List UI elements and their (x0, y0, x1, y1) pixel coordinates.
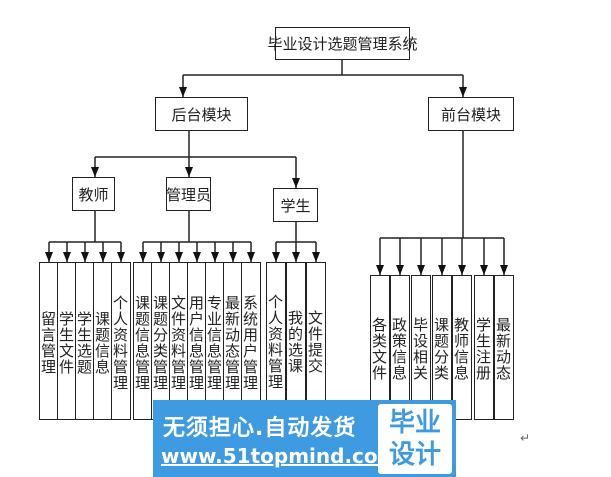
arrowhead-icon (63, 252, 71, 262)
arrowhead-icon (376, 265, 384, 275)
arrowhead-icon (175, 252, 183, 262)
leaf-node[interactable]: 学生选题 (75, 262, 95, 420)
leaf-node[interactable]: 文件提交 (306, 262, 326, 418)
arrowhead-icon (139, 252, 147, 262)
leaf-node[interactable]: 个人资料管理 (266, 262, 286, 418)
leaf-node[interactable]: 毕设相关 (411, 275, 431, 420)
module-node-frontend[interactable]: 前台模块 (428, 97, 514, 131)
arrowhead-icon (81, 252, 89, 262)
role-node-1[interactable]: 管理员 (166, 177, 211, 211)
arrowhead-icon (272, 252, 280, 262)
badge-line-2: 设计 (388, 440, 441, 470)
leaf-node[interactable]: 最新动态管理 (223, 262, 243, 420)
arrowhead-icon (480, 265, 488, 275)
arrowhead-icon (185, 167, 193, 177)
root-node[interactable]: 毕业设计选题管理系统 (268, 27, 418, 60)
arrowhead-icon (247, 252, 255, 262)
arrowhead-icon (179, 87, 187, 97)
leaf-node[interactable]: 文件资料管理 (169, 262, 189, 420)
arrowhead-icon (91, 167, 99, 177)
leaf-node[interactable]: 个人资料管理 (111, 262, 131, 420)
watermark-slogan: 无须担心.自动发货 (163, 416, 357, 441)
leaf-node[interactable]: 各类文件 (370, 275, 390, 420)
leaf-node[interactable]: 我的选课 (286, 262, 306, 418)
leaf-node[interactable]: 课题分类管理 (151, 262, 171, 420)
arrowhead-icon (458, 265, 466, 275)
arrowhead-icon (396, 265, 404, 275)
role-node-0[interactable]: 教师 (72, 177, 115, 211)
badge-line-1: 毕业 (388, 408, 441, 438)
arrowhead-icon (229, 252, 237, 262)
watermark-banner[interactable]: 无须担心.自动发货 www.51topmind.com 毕业 设计 (153, 400, 456, 477)
arrowhead-icon (500, 265, 508, 275)
leaf-node[interactable]: 课题信息管理 (133, 262, 153, 420)
leaf-node[interactable]: 系统用户管理 (241, 262, 261, 420)
arrowhead-icon (459, 87, 467, 97)
arrowhead-icon (211, 252, 219, 262)
role-node-2[interactable]: 学生 (273, 188, 318, 222)
paragraph-return-icon: ↵ (520, 431, 531, 445)
arrowhead-icon (417, 265, 425, 275)
arrowhead-icon (292, 252, 300, 262)
arrowhead-icon (99, 252, 107, 262)
leaf-node[interactable]: 学生文件 (57, 262, 77, 420)
arrowhead-icon (45, 252, 53, 262)
leaf-node[interactable]: 课题信息 (93, 262, 113, 420)
leaf-node[interactable]: 用户信息管理 (187, 262, 207, 420)
arrowhead-icon (117, 252, 125, 262)
leaf-node[interactable]: 留言管理 (39, 262, 59, 420)
arrowhead-icon (157, 252, 165, 262)
arrowhead-icon (438, 265, 446, 275)
arrowhead-icon (193, 252, 201, 262)
leaf-node[interactable]: 专业信息管理 (205, 262, 225, 420)
watermark-badge: 毕业 设计 (378, 404, 452, 474)
leaf-node[interactable]: 最新动态 (494, 275, 514, 420)
arrowhead-icon (292, 178, 300, 188)
module-node-backend[interactable]: 后台模块 (155, 97, 248, 131)
leaf-node[interactable]: 教师信息 (452, 275, 472, 420)
leaf-node[interactable]: 课题分类 (432, 275, 452, 420)
leaf-node[interactable]: 学生注册 (474, 275, 494, 420)
watermark-url[interactable]: www.51topmind.com (161, 444, 399, 468)
leaf-node[interactable]: 政策信息 (390, 275, 410, 420)
arrowhead-icon (312, 252, 320, 262)
